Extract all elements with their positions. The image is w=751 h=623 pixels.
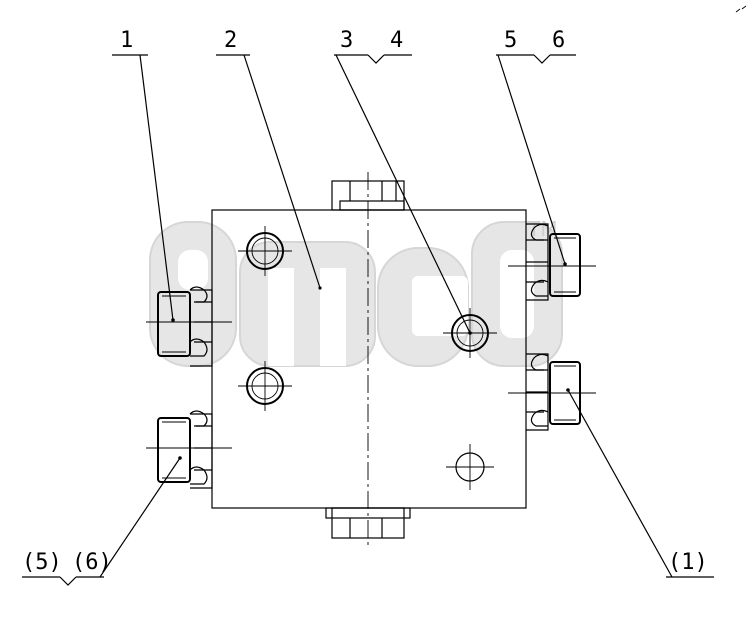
callout-3-4: 3 4 [334, 28, 472, 335]
right-fitting-lower [508, 353, 596, 431]
right-fitting-upper [508, 223, 596, 301]
left-fitting-upper [146, 286, 232, 367]
callout-5b-6b: (5) (6) [22, 456, 182, 586]
watermark-tm: TM [527, 217, 557, 241]
port-circle-middle-left [238, 361, 292, 411]
corner-mark [735, 5, 747, 13]
callout-label-3: 3 [340, 28, 353, 53]
callout-label-4: 4 [390, 28, 403, 53]
callout-label-6b: (6) [72, 550, 112, 575]
callout-label-1b: (1) [668, 550, 708, 575]
callout-label-6: 6 [552, 28, 565, 53]
bottom-hex-plug [325, 507, 411, 539]
callout-2: 2 [216, 28, 321, 289]
callout-label-1: 1 [120, 28, 133, 53]
callout-label-5b: (5) [22, 550, 62, 575]
callout-label-5: 5 [504, 28, 517, 53]
callout-1b: (1) [566, 388, 714, 578]
callout-label-2: 2 [224, 28, 237, 53]
callout-1: 1 [112, 28, 175, 322]
callout-5-6: 5 6 [496, 28, 576, 266]
port-circle-upper-left [238, 226, 292, 276]
left-fitting-lower [146, 410, 232, 489]
port-circle-lower-right [446, 444, 494, 490]
